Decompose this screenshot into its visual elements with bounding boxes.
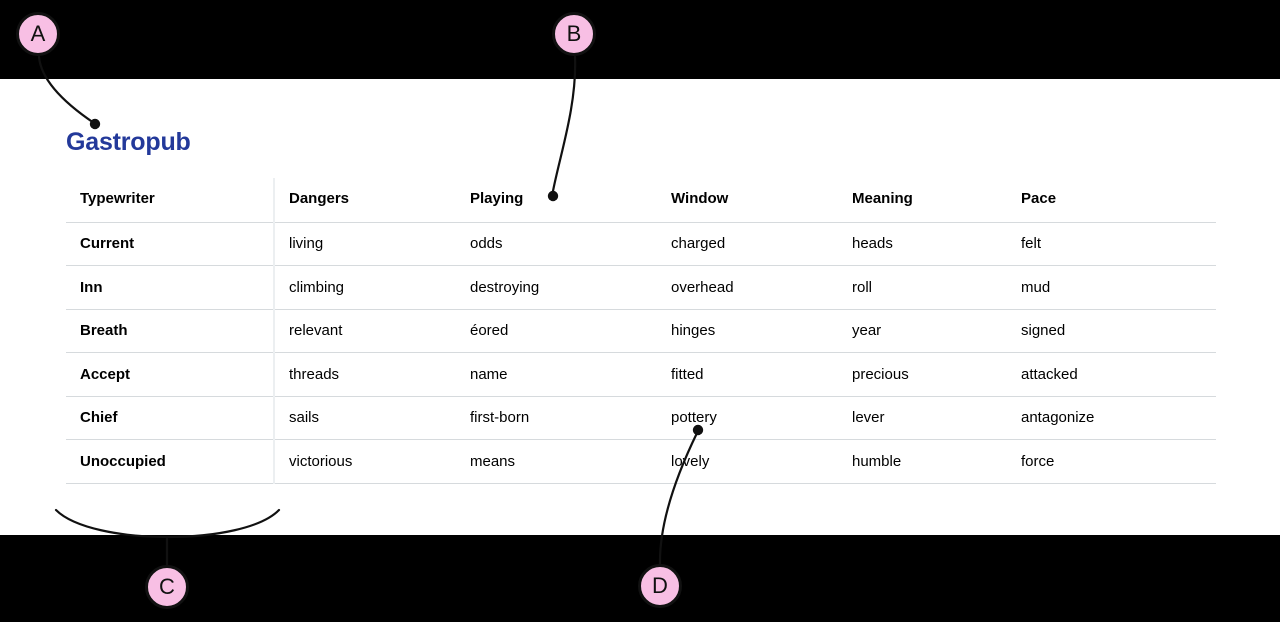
column-header-typewriter: Typewriter: [66, 178, 275, 222]
table-cell: force: [1007, 439, 1216, 484]
column-header-dangers: Dangers: [289, 190, 350, 208]
column-header-playing: Playing: [470, 190, 524, 208]
table-row: Current living odds charged heads felt: [66, 221, 1216, 266]
table-cell: mud: [1007, 265, 1216, 309]
table-cell: overhead: [657, 265, 838, 309]
table-row: Unoccupied victorious means lovely humbl…: [66, 439, 1216, 484]
table-cell: first-born: [456, 395, 657, 440]
table-body: Current living odds charged heads felt I…: [66, 221, 1216, 484]
table-cell: Chief: [66, 395, 275, 440]
table-cell: climbing: [274, 265, 456, 309]
annotation-marker-d[interactable]: D: [638, 564, 682, 608]
table-cell: charged: [657, 221, 838, 266]
table-cell: relevant: [274, 308, 456, 353]
bracket-c: [54, 508, 281, 539]
table-cell: Breath: [66, 308, 275, 353]
table-cell: name: [456, 352, 657, 396]
table-cell: éored: [456, 308, 657, 353]
table-header: Typewriter Dangers Playing Window Meanin…: [66, 178, 1216, 222]
table-cell: roll: [838, 265, 1007, 309]
table-cell: precious: [838, 352, 1007, 396]
table-cell: victorious: [274, 439, 456, 484]
table-cell: signed: [1007, 308, 1216, 353]
table-cell: means: [456, 439, 657, 484]
table-cell: fitted: [657, 352, 838, 396]
column-header-window: Window: [671, 190, 729, 208]
table-cell: hinges: [657, 308, 838, 353]
table-header-row: Typewriter Dangers Playing Window Meanin…: [66, 178, 1216, 222]
table-cell: year: [838, 308, 1007, 353]
table-cell: antagonize: [1007, 395, 1216, 440]
table-cell: odds: [456, 221, 657, 266]
annotation-marker-c[interactable]: C: [145, 565, 189, 609]
table-cell: lever: [838, 395, 1007, 440]
annotation-marker-a[interactable]: A: [16, 12, 60, 56]
table-cell: Unoccupied: [66, 439, 275, 484]
annotation-marker-b[interactable]: B: [552, 12, 596, 56]
table-cell: lovely: [657, 439, 838, 484]
table-cell: Accept: [66, 352, 275, 396]
table-cell: heads: [838, 221, 1007, 266]
table-row: Chief sails first-born pottery lever ant…: [66, 395, 1216, 440]
table-cell: threads: [274, 352, 456, 396]
letterbox-bar-top: [0, 0, 1280, 79]
data-table: Typewriter Dangers Playing Window Meanin…: [66, 178, 1216, 484]
table-cell: attacked: [1007, 352, 1216, 396]
table-cell: humble: [838, 439, 1007, 484]
column-header-meaning: Meaning: [852, 190, 913, 208]
table-row: Inn climbing destroying overhead roll mu…: [66, 265, 1216, 309]
table-cell: felt: [1007, 221, 1216, 266]
table-cell: living: [274, 221, 456, 266]
page-title: Gastropub: [66, 128, 191, 156]
table-cell: destroying: [456, 265, 657, 309]
table-row: Breath relevant éored hinges year signed: [66, 308, 1216, 353]
table-row: Accept threads name fitted precious atta…: [66, 352, 1216, 396]
table-cell: Current: [66, 221, 275, 266]
table-cell: sails: [274, 395, 456, 440]
column-header-pace: Pace: [1021, 190, 1057, 208]
table-cell: pottery: [657, 395, 838, 440]
table-cell: Inn: [66, 265, 275, 309]
